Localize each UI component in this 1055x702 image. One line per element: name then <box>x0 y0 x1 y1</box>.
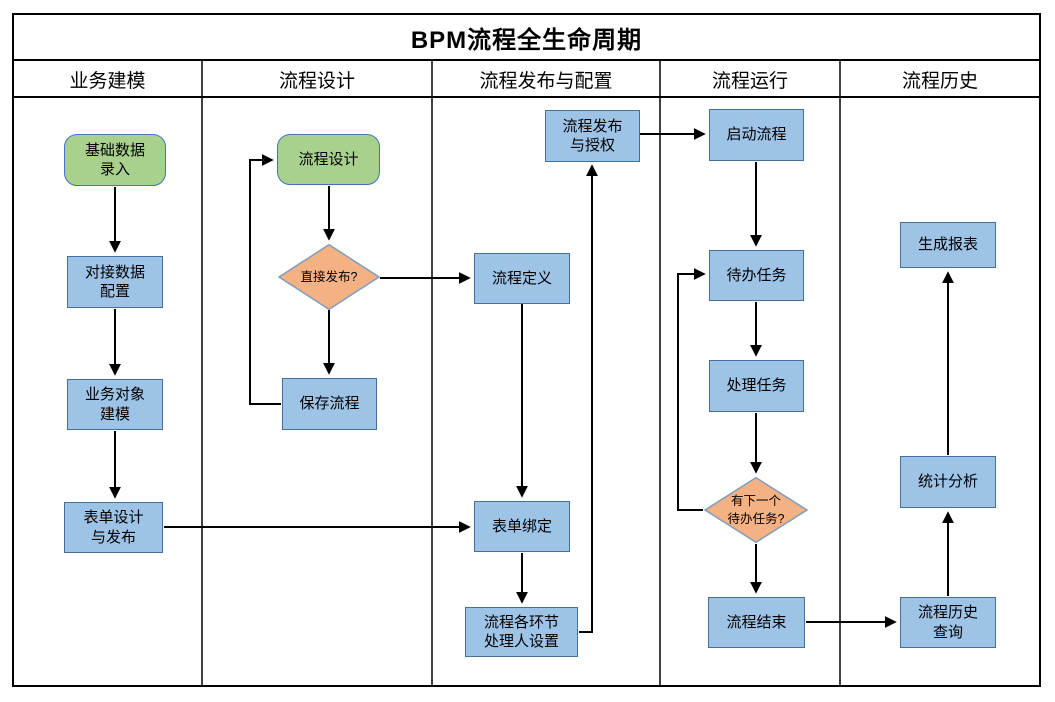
arrow-next-todo-to-todo-task <box>677 268 706 511</box>
lane-header-publish-config: 流程发布与配置 <box>479 71 613 92</box>
diamond-shape <box>704 477 808 543</box>
node-process-end: 流程结束 <box>708 597 805 648</box>
node-handle-task: 处理任务 <box>709 360 804 412</box>
arrow-handler-setting-to-publish-auth <box>579 164 598 633</box>
node-todo-task: 待办任务 <box>709 250 804 301</box>
node-save-process: 保存流程 <box>282 378 377 430</box>
node-next-todo-decision: 有下一个 待办任务? <box>704 477 808 543</box>
node-start-process: 启动流程 <box>709 109 804 161</box>
node-docking-data-config: 对接数据 配置 <box>67 256 163 308</box>
node-statistics-analysis: 统计分析 <box>900 456 996 508</box>
decision-label: 有下一个 待办任务? <box>727 493 785 526</box>
node-direct-publish-decision: 直接发布? <box>278 244 380 310</box>
node-process-definition: 流程定义 <box>474 253 570 304</box>
decision-label: 直接发布? <box>300 269 358 284</box>
diagram-border <box>12 13 1041 687</box>
node-process-history-query: 流程历史 查询 <box>900 597 996 648</box>
node-business-object-modeling: 业务对象 建模 <box>67 379 163 430</box>
node-process-design: 流程设计 <box>277 134 380 185</box>
node-form-design-publish: 表单设计 与发布 <box>64 502 163 553</box>
lane-header-business-modeling: 业务建模 <box>69 71 146 92</box>
node-publish-authorize: 流程发布 与授权 <box>545 110 640 162</box>
node-form-binding: 表单绑定 <box>474 501 570 552</box>
node-basic-data-entry: 基础数据 录入 <box>64 134 166 186</box>
diagram-title: BPM流程全生命周期 <box>410 26 643 54</box>
arrow-save-process-to-process-design <box>249 154 281 405</box>
diamond-shape <box>278 244 380 310</box>
lane-header-process-run: 流程运行 <box>711 71 788 92</box>
lane-header-process-design: 流程设计 <box>278 71 355 92</box>
node-handler-setting: 流程各环节 处理人设置 <box>465 607 578 657</box>
lane-header-process-history: 流程历史 <box>901 71 978 92</box>
node-generate-report: 生成报表 <box>900 222 996 268</box>
